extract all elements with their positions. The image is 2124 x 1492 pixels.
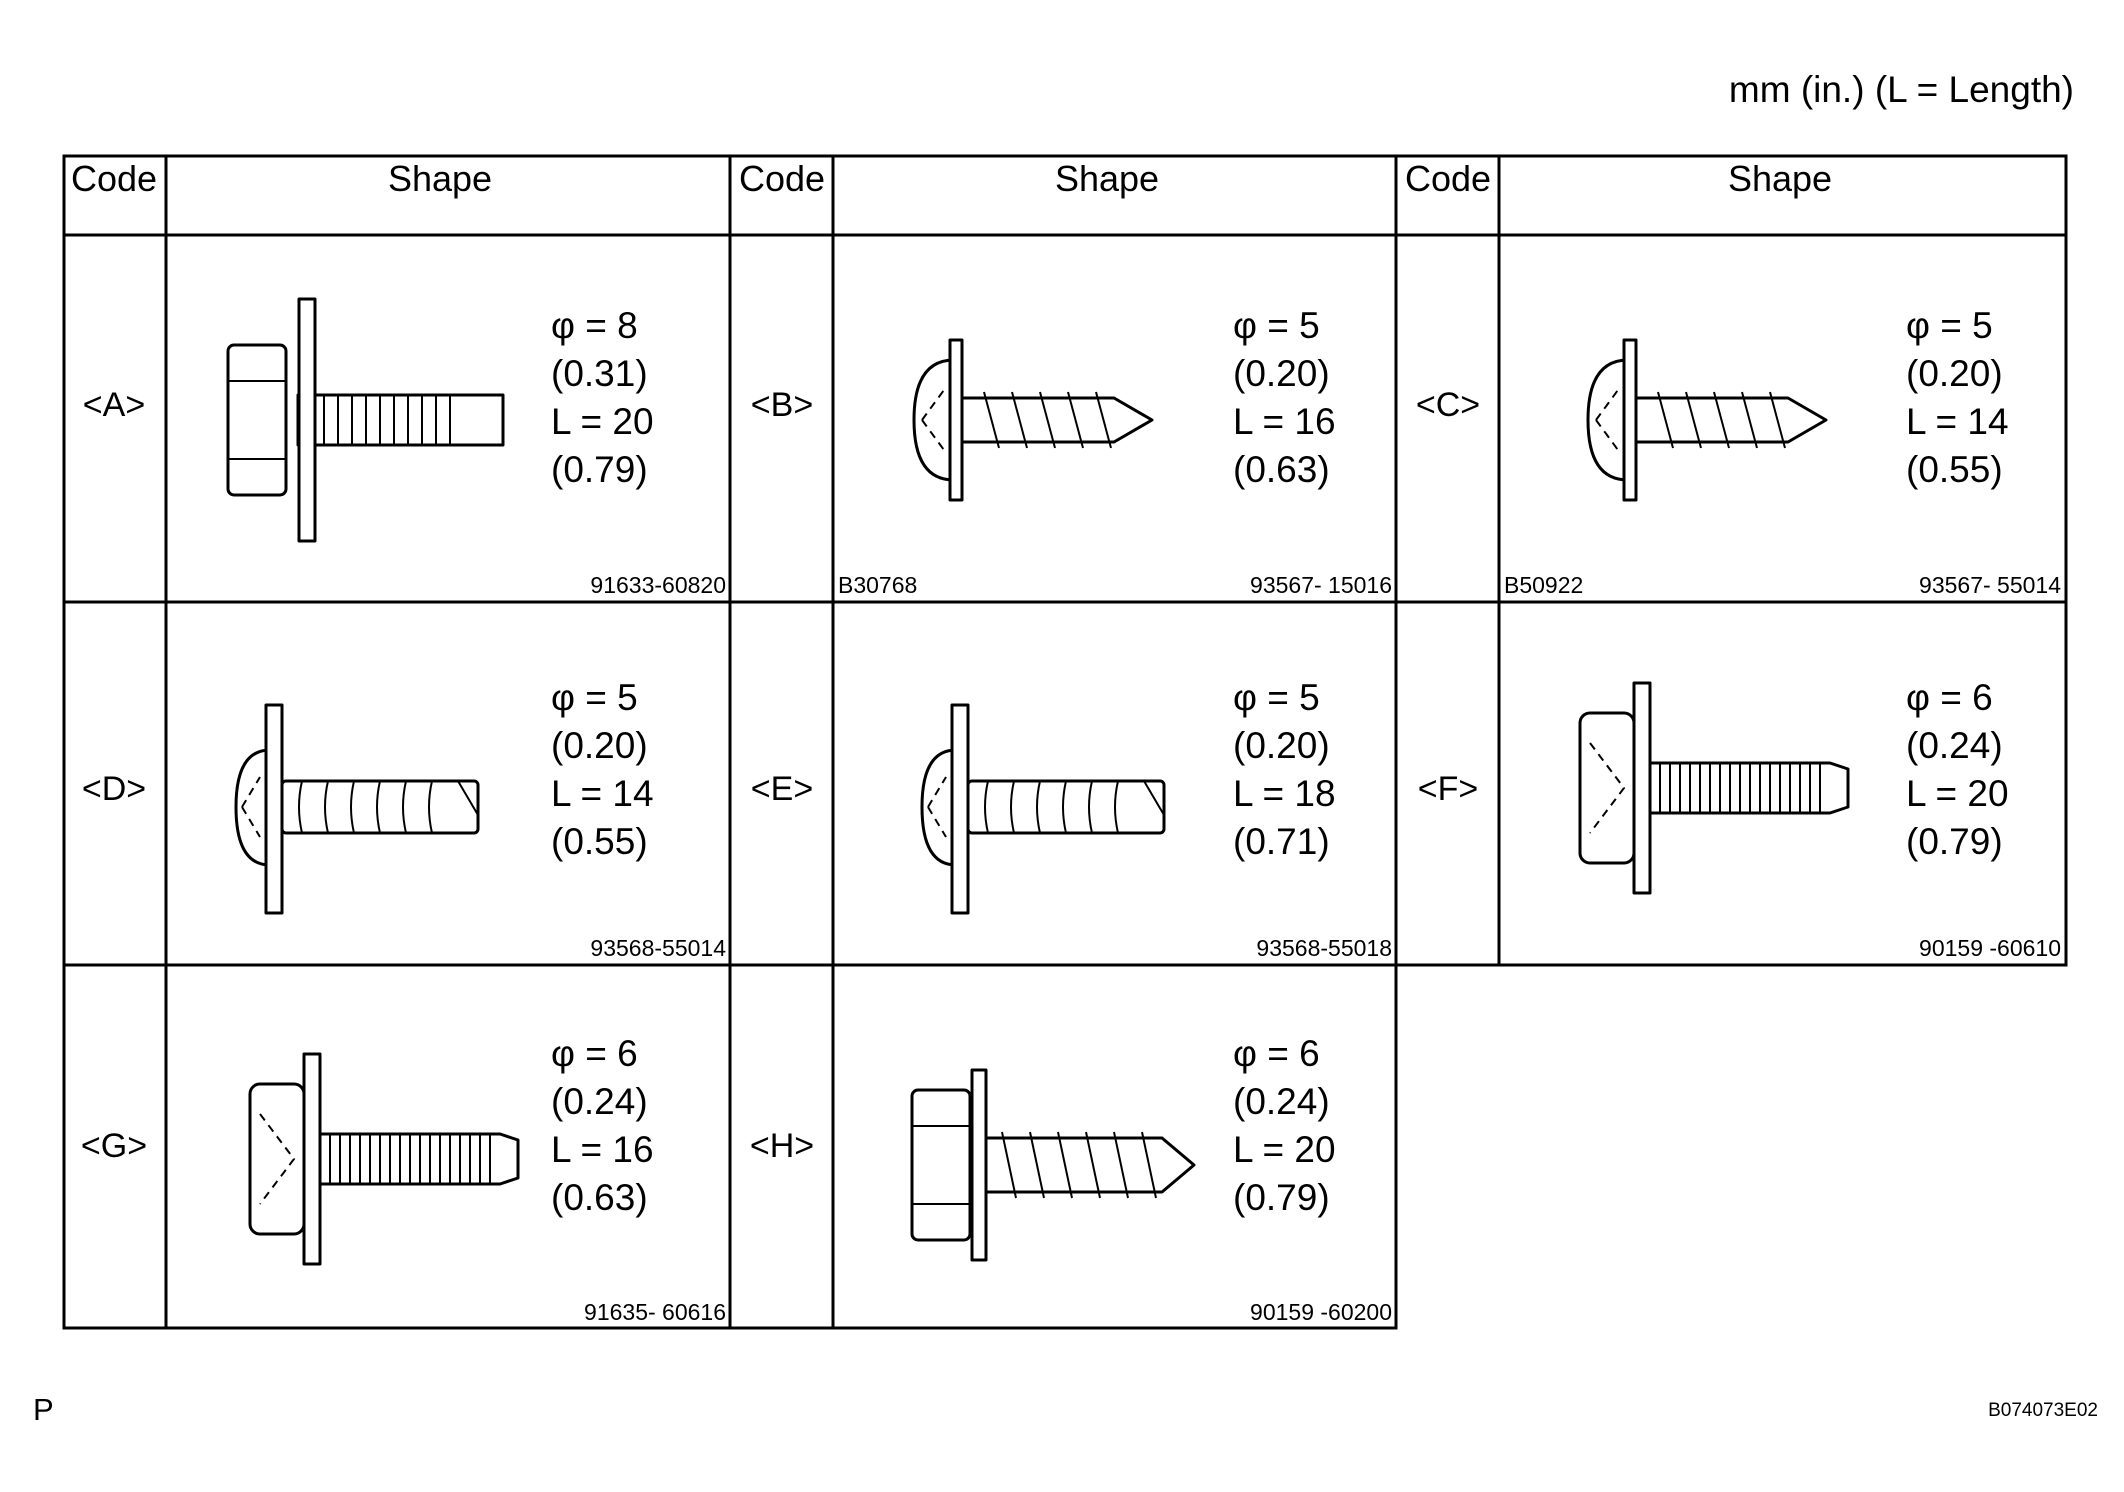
- pan-head-screw-with-washer-icon: [920, 703, 1166, 915]
- code-label: <G>: [81, 1127, 147, 1165]
- header-code-1: Code: [71, 158, 157, 199]
- pan-head-tapping-screw-icon: [912, 338, 1154, 502]
- fastener-cell-c: <C> φ = 5 (0.20) L = 14 (0.55) B50922 93…: [1416, 305, 2061, 598]
- spec-length: L = 14: [1906, 401, 2009, 442]
- units-note: mm (in.) (L = Length): [1728, 69, 2074, 110]
- spec-length-in: (0.71): [1233, 821, 1330, 862]
- spec-length-in: (0.79): [1906, 821, 2003, 862]
- spec-diameter: φ = 8: [551, 305, 638, 346]
- spec-diameter-in: (0.20): [1906, 353, 2003, 394]
- fastener-cell-f: <F> φ = 6 (0.24) L = 20 (0.79) 90159 -60…: [1418, 677, 2061, 961]
- header-code-2: Code: [739, 158, 825, 199]
- spec-length: L = 18: [1233, 773, 1336, 814]
- spec-diameter: φ = 5: [1233, 305, 1320, 346]
- hex-washer-head-bolt-icon: [1578, 681, 1850, 895]
- spec-length: L = 20: [551, 401, 654, 442]
- header-shape-2: Shape: [1055, 158, 1159, 199]
- code-label: <D>: [82, 770, 146, 808]
- code-label: <F>: [1418, 770, 1478, 808]
- spec-diameter-in: (0.24): [1233, 1081, 1330, 1122]
- image-code: B074073E02: [1988, 1400, 2098, 1421]
- part-number: 91633-60820: [590, 572, 726, 598]
- spec-diameter-in: (0.20): [1233, 725, 1330, 766]
- part-number: 90159 -60610: [1919, 935, 2061, 961]
- code-label: <E>: [751, 770, 813, 808]
- spec-diameter-in: (0.24): [1906, 725, 2003, 766]
- spec-length-in: (0.63): [551, 1177, 648, 1218]
- pan-head-screw-with-washer-icon: [234, 703, 480, 915]
- part-number: 91635- 60616: [584, 1299, 726, 1325]
- part-number: 90159 -60200: [1250, 1299, 1392, 1325]
- spec-diameter: φ = 5: [1906, 305, 1993, 346]
- header-shape-3: Shape: [1728, 158, 1832, 199]
- spec-diameter-in: (0.20): [1233, 353, 1330, 394]
- code-label: <A>: [83, 386, 145, 424]
- part-number: 93568-55014: [590, 935, 726, 961]
- header-code-3: Code: [1405, 158, 1491, 199]
- code-label: <B>: [751, 386, 813, 424]
- spec-length: L = 16: [551, 1129, 654, 1170]
- spec-diameter-in: (0.31): [551, 353, 648, 394]
- code-label: <C>: [1416, 386, 1480, 424]
- table-grid: [62, 154, 2068, 1330]
- spec-diameter-in: (0.24): [551, 1081, 648, 1122]
- spec-length: L = 20: [1233, 1129, 1336, 1170]
- hex-bolt-with-washer-icon: [226, 297, 505, 543]
- fastener-cell-d: <D> φ = 5 (0.20) L = 14 (0.55) 93568-550…: [82, 677, 726, 961]
- spec-diameter: φ = 5: [1233, 677, 1320, 718]
- spec-length-in: (0.79): [551, 449, 648, 490]
- reference-code: B50922: [1504, 572, 1583, 598]
- page-letter: P: [33, 1392, 54, 1427]
- spec-length-in: (0.79): [1233, 1177, 1330, 1218]
- table-header: Code Shape Code Shape Code Shape: [71, 158, 1832, 199]
- hex-tapping-screw-with-washer-icon: [910, 1068, 1196, 1262]
- fastener-cell-e: <E> φ = 5 (0.20) L = 18 (0.71) 93568-550…: [751, 677, 1392, 961]
- spec-length-in: (0.63): [1233, 449, 1330, 490]
- part-number: 93568-55018: [1256, 935, 1392, 961]
- spec-length-in: (0.55): [551, 821, 648, 862]
- spec-length: L = 16: [1233, 401, 1336, 442]
- spec-length-in: (0.55): [1906, 449, 2003, 490]
- spec-diameter: φ = 6: [1906, 677, 1993, 718]
- hex-washer-head-bolt-icon: [248, 1052, 520, 1266]
- spec-diameter: φ = 5: [551, 677, 638, 718]
- pan-head-tapping-screw-icon: [1586, 338, 1828, 502]
- part-number: 93567- 55014: [1919, 572, 2061, 598]
- fastener-cell-a: <A> φ = 8 (0.31) L = 20 (0.79) 91633-608…: [83, 297, 726, 598]
- fastener-cell-g: <G> φ = 6 (0.24) L = 16 (0.63) 91635- 60…: [81, 1033, 726, 1325]
- fastener-cell-h: <H> φ = 6 (0.24) L = 20 (0.79) 90159 -60…: [750, 1033, 1392, 1325]
- part-number: 93567- 15016: [1250, 572, 1392, 598]
- spec-diameter-in: (0.20): [551, 725, 648, 766]
- reference-code: B30768: [838, 572, 917, 598]
- spec-length: L = 20: [1906, 773, 2009, 814]
- code-label: <H>: [750, 1127, 814, 1165]
- header-shape-1: Shape: [388, 158, 492, 199]
- spec-diameter: φ = 6: [1233, 1033, 1320, 1074]
- fastener-cell-b: <B> φ = 5 (0.20) L = 16 (0.63) B30768 93…: [751, 305, 1392, 598]
- spec-length: L = 14: [551, 773, 654, 814]
- spec-diameter: φ = 6: [551, 1033, 638, 1074]
